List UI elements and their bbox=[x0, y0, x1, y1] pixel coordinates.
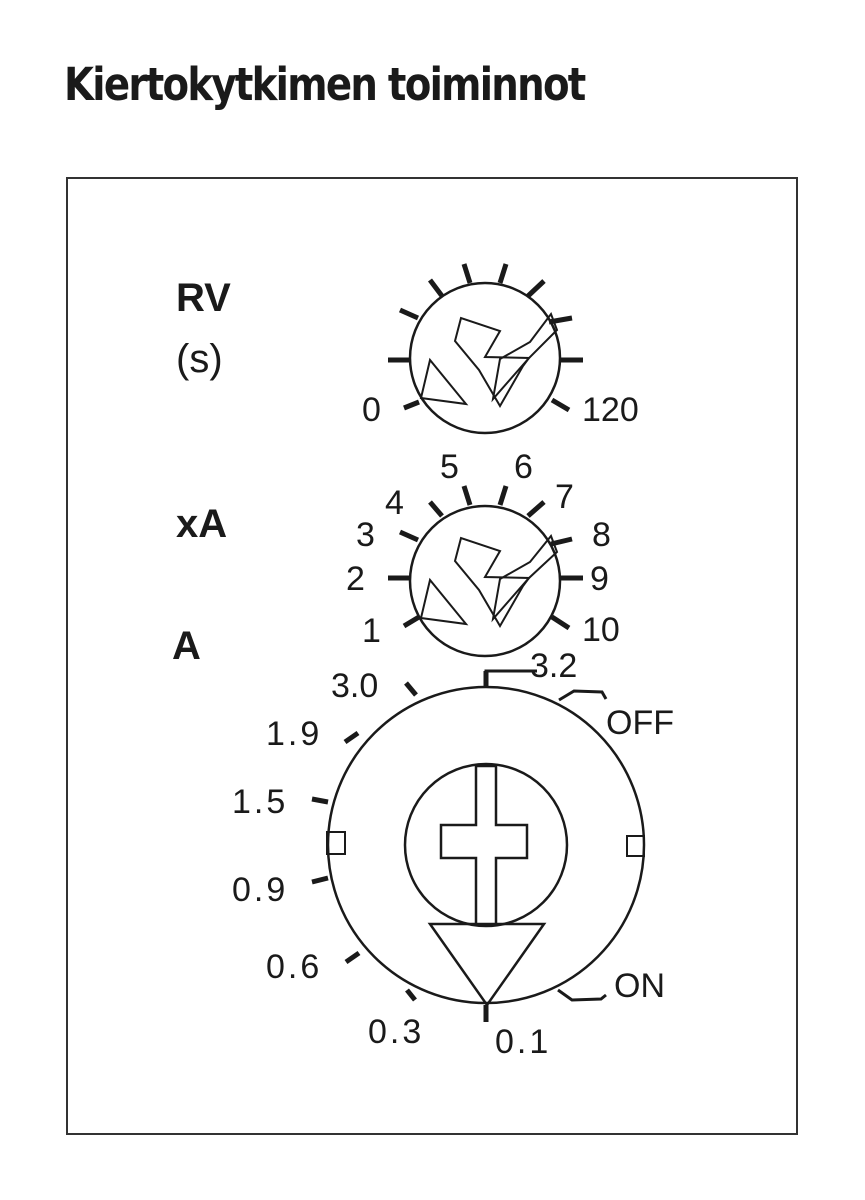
a-scale-3-2: 3.2 bbox=[530, 647, 577, 685]
rv-max-label: 120 bbox=[582, 391, 639, 429]
rv-dial-knob bbox=[419, 311, 559, 408]
a-scale-0-1: 0.1 bbox=[495, 1023, 551, 1061]
xa-dial-body bbox=[408, 504, 562, 658]
xa-scale-9: 9 bbox=[590, 560, 609, 598]
xa-scale-5: 5 bbox=[440, 448, 459, 486]
a-dial-knob-cross bbox=[439, 764, 529, 927]
a-dial-ticks bbox=[311, 671, 489, 1022]
xa-dial-ticks bbox=[388, 485, 583, 631]
a-dial-notch-left bbox=[326, 831, 346, 855]
page-title: Kiertokytkimen toiminnot bbox=[64, 58, 586, 111]
a-scale-1-9: 1.9 bbox=[266, 715, 322, 753]
a-dial-body bbox=[326, 685, 646, 1005]
rv-label: RV bbox=[176, 276, 231, 320]
rv-unit-label: (s) bbox=[176, 337, 223, 381]
a-label: A bbox=[172, 624, 201, 668]
off-label: OFF bbox=[606, 704, 674, 742]
diagram-frame bbox=[66, 177, 798, 1135]
a-dial-max-bracket bbox=[484, 669, 537, 681]
xa-scale-2: 2 bbox=[346, 560, 365, 598]
a-scale-1-5: 1.5 bbox=[232, 783, 288, 821]
a-dial-notch-right bbox=[626, 835, 645, 857]
off-indicator bbox=[558, 689, 608, 702]
xa-scale-3: 3 bbox=[356, 516, 375, 554]
a-scale-0-3: 0.3 bbox=[368, 1013, 424, 1051]
xa-label: xA bbox=[176, 502, 227, 546]
xa-scale-1: 1 bbox=[362, 612, 381, 650]
rv-min-label: 0 bbox=[362, 391, 381, 429]
on-label: ON bbox=[614, 967, 665, 1005]
xa-scale-8: 8 bbox=[592, 516, 611, 554]
a-dial-hub bbox=[403, 762, 569, 928]
xa-scale-7: 7 bbox=[555, 478, 574, 516]
a-dial[interactable] bbox=[311, 669, 646, 1022]
xa-scale-10: 10 bbox=[582, 611, 620, 649]
a-scale-0-6: 0.6 bbox=[266, 948, 322, 986]
a-scale-3-0: 3.0 bbox=[331, 667, 378, 705]
a-scale-labels: 0.1 0.3 0.6 0.9 1.5 1.9 3.0 3.2 OFF ON bbox=[232, 647, 674, 1061]
a-scale-0-9: 0.9 bbox=[232, 871, 288, 909]
on-indicator bbox=[557, 988, 607, 1002]
xa-scale-4: 4 bbox=[385, 484, 404, 522]
xa-scale-6: 6 bbox=[514, 448, 533, 486]
a-dial-pointer bbox=[427, 922, 547, 1008]
xa-scale-labels: 1 2 3 4 5 6 7 8 9 10 bbox=[346, 448, 620, 650]
rv-dial[interactable] bbox=[388, 263, 583, 435]
xa-dial[interactable] bbox=[388, 485, 583, 658]
xa-dial-knob bbox=[419, 534, 559, 628]
